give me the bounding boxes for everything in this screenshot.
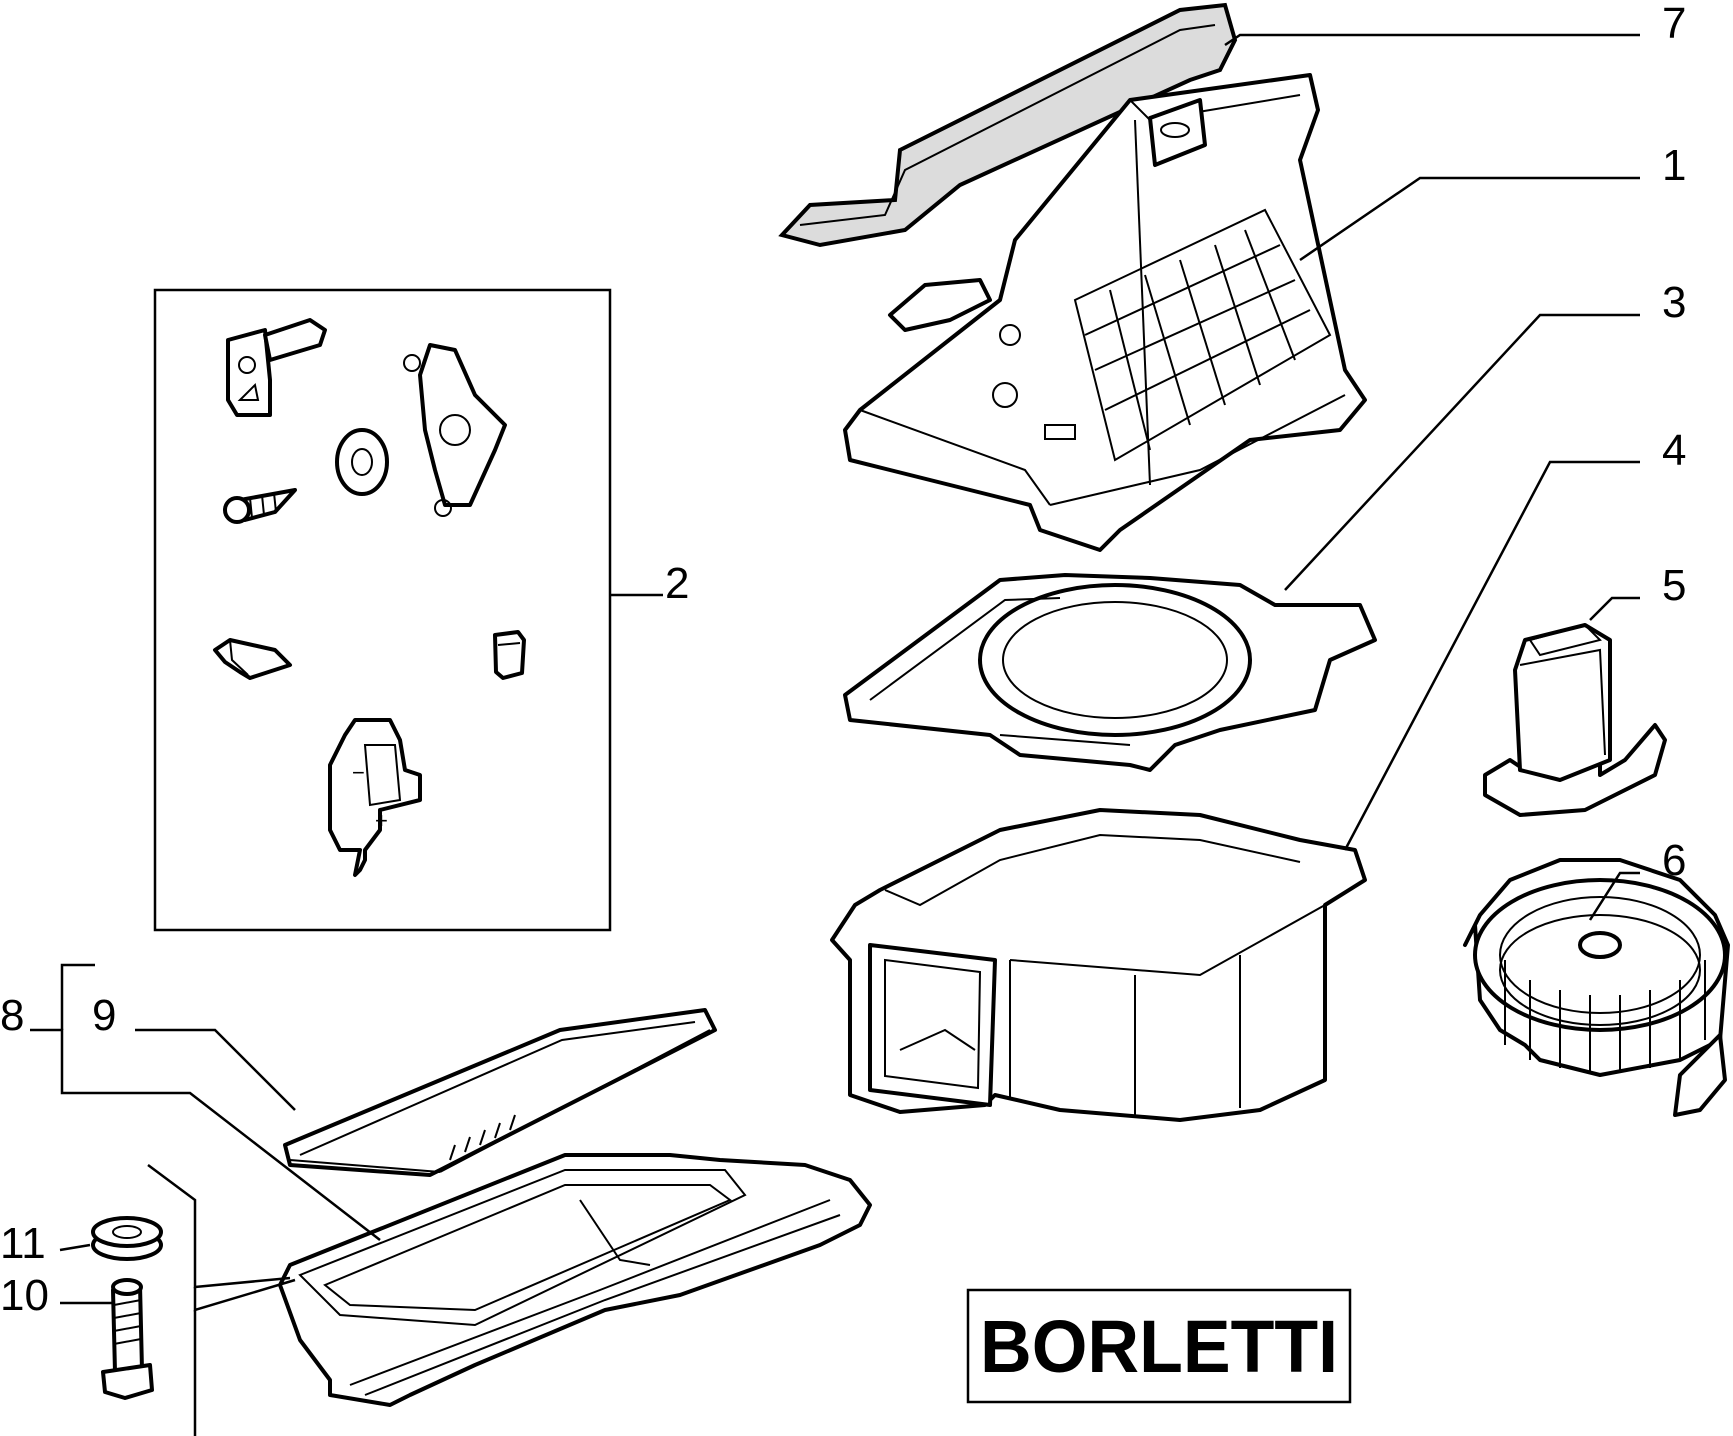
kit-clip bbox=[213, 638, 292, 680]
part-5-resistor bbox=[1483, 623, 1667, 817]
brand-box: BORLETTI bbox=[966, 1288, 1352, 1404]
kit-lever-arm bbox=[403, 343, 507, 517]
part-1-upper-housing bbox=[843, 73, 1367, 552]
part-10-bolt bbox=[101, 1278, 154, 1400]
part-1-grille bbox=[1073, 208, 1332, 462]
part-6-blower-motor bbox=[1463, 858, 1730, 1117]
callout-labels: 7 1 3 4 5 6 2 8 9 11 10 bbox=[0, 0, 1686, 1320]
callout-10: 10 bbox=[0, 1271, 49, 1320]
callout-3: 3 bbox=[1662, 278, 1686, 327]
callout-11: 11 bbox=[0, 1219, 46, 1268]
part-11-washer bbox=[91, 1216, 163, 1261]
callout-7: 7 bbox=[1662, 0, 1686, 48]
kit-connector-bracket: − + bbox=[328, 718, 422, 877]
part-3-flange-plate bbox=[843, 573, 1377, 772]
brand-label: BORLETTI bbox=[980, 1305, 1338, 1388]
group-bracket-lines bbox=[30, 963, 381, 1436]
part-4-blower-housing bbox=[830, 808, 1367, 1122]
callout-1: 1 bbox=[1662, 141, 1686, 190]
kit-minus-mark: − bbox=[352, 760, 365, 785]
part-2-kit-box: − + bbox=[153, 288, 612, 932]
kit-gear bbox=[335, 428, 389, 496]
callout-6: 6 bbox=[1662, 836, 1686, 885]
part-8-filter-tray bbox=[278, 1153, 872, 1407]
kit-small-block bbox=[493, 630, 526, 680]
kit-plus-mark: + bbox=[375, 808, 388, 833]
callout-5: 5 bbox=[1662, 561, 1686, 610]
part-7-foam-seal bbox=[778, 2, 1238, 248]
callout-8: 8 bbox=[0, 991, 24, 1040]
kit-pivot-pin bbox=[226, 318, 327, 417]
part-9-cabin-filter bbox=[283, 1008, 717, 1177]
callout-4: 4 bbox=[1662, 426, 1686, 475]
callout-9: 9 bbox=[92, 991, 116, 1040]
kit-screw bbox=[223, 488, 297, 524]
leader-lines bbox=[59, 33, 1640, 1305]
callout-2: 2 bbox=[665, 559, 689, 608]
